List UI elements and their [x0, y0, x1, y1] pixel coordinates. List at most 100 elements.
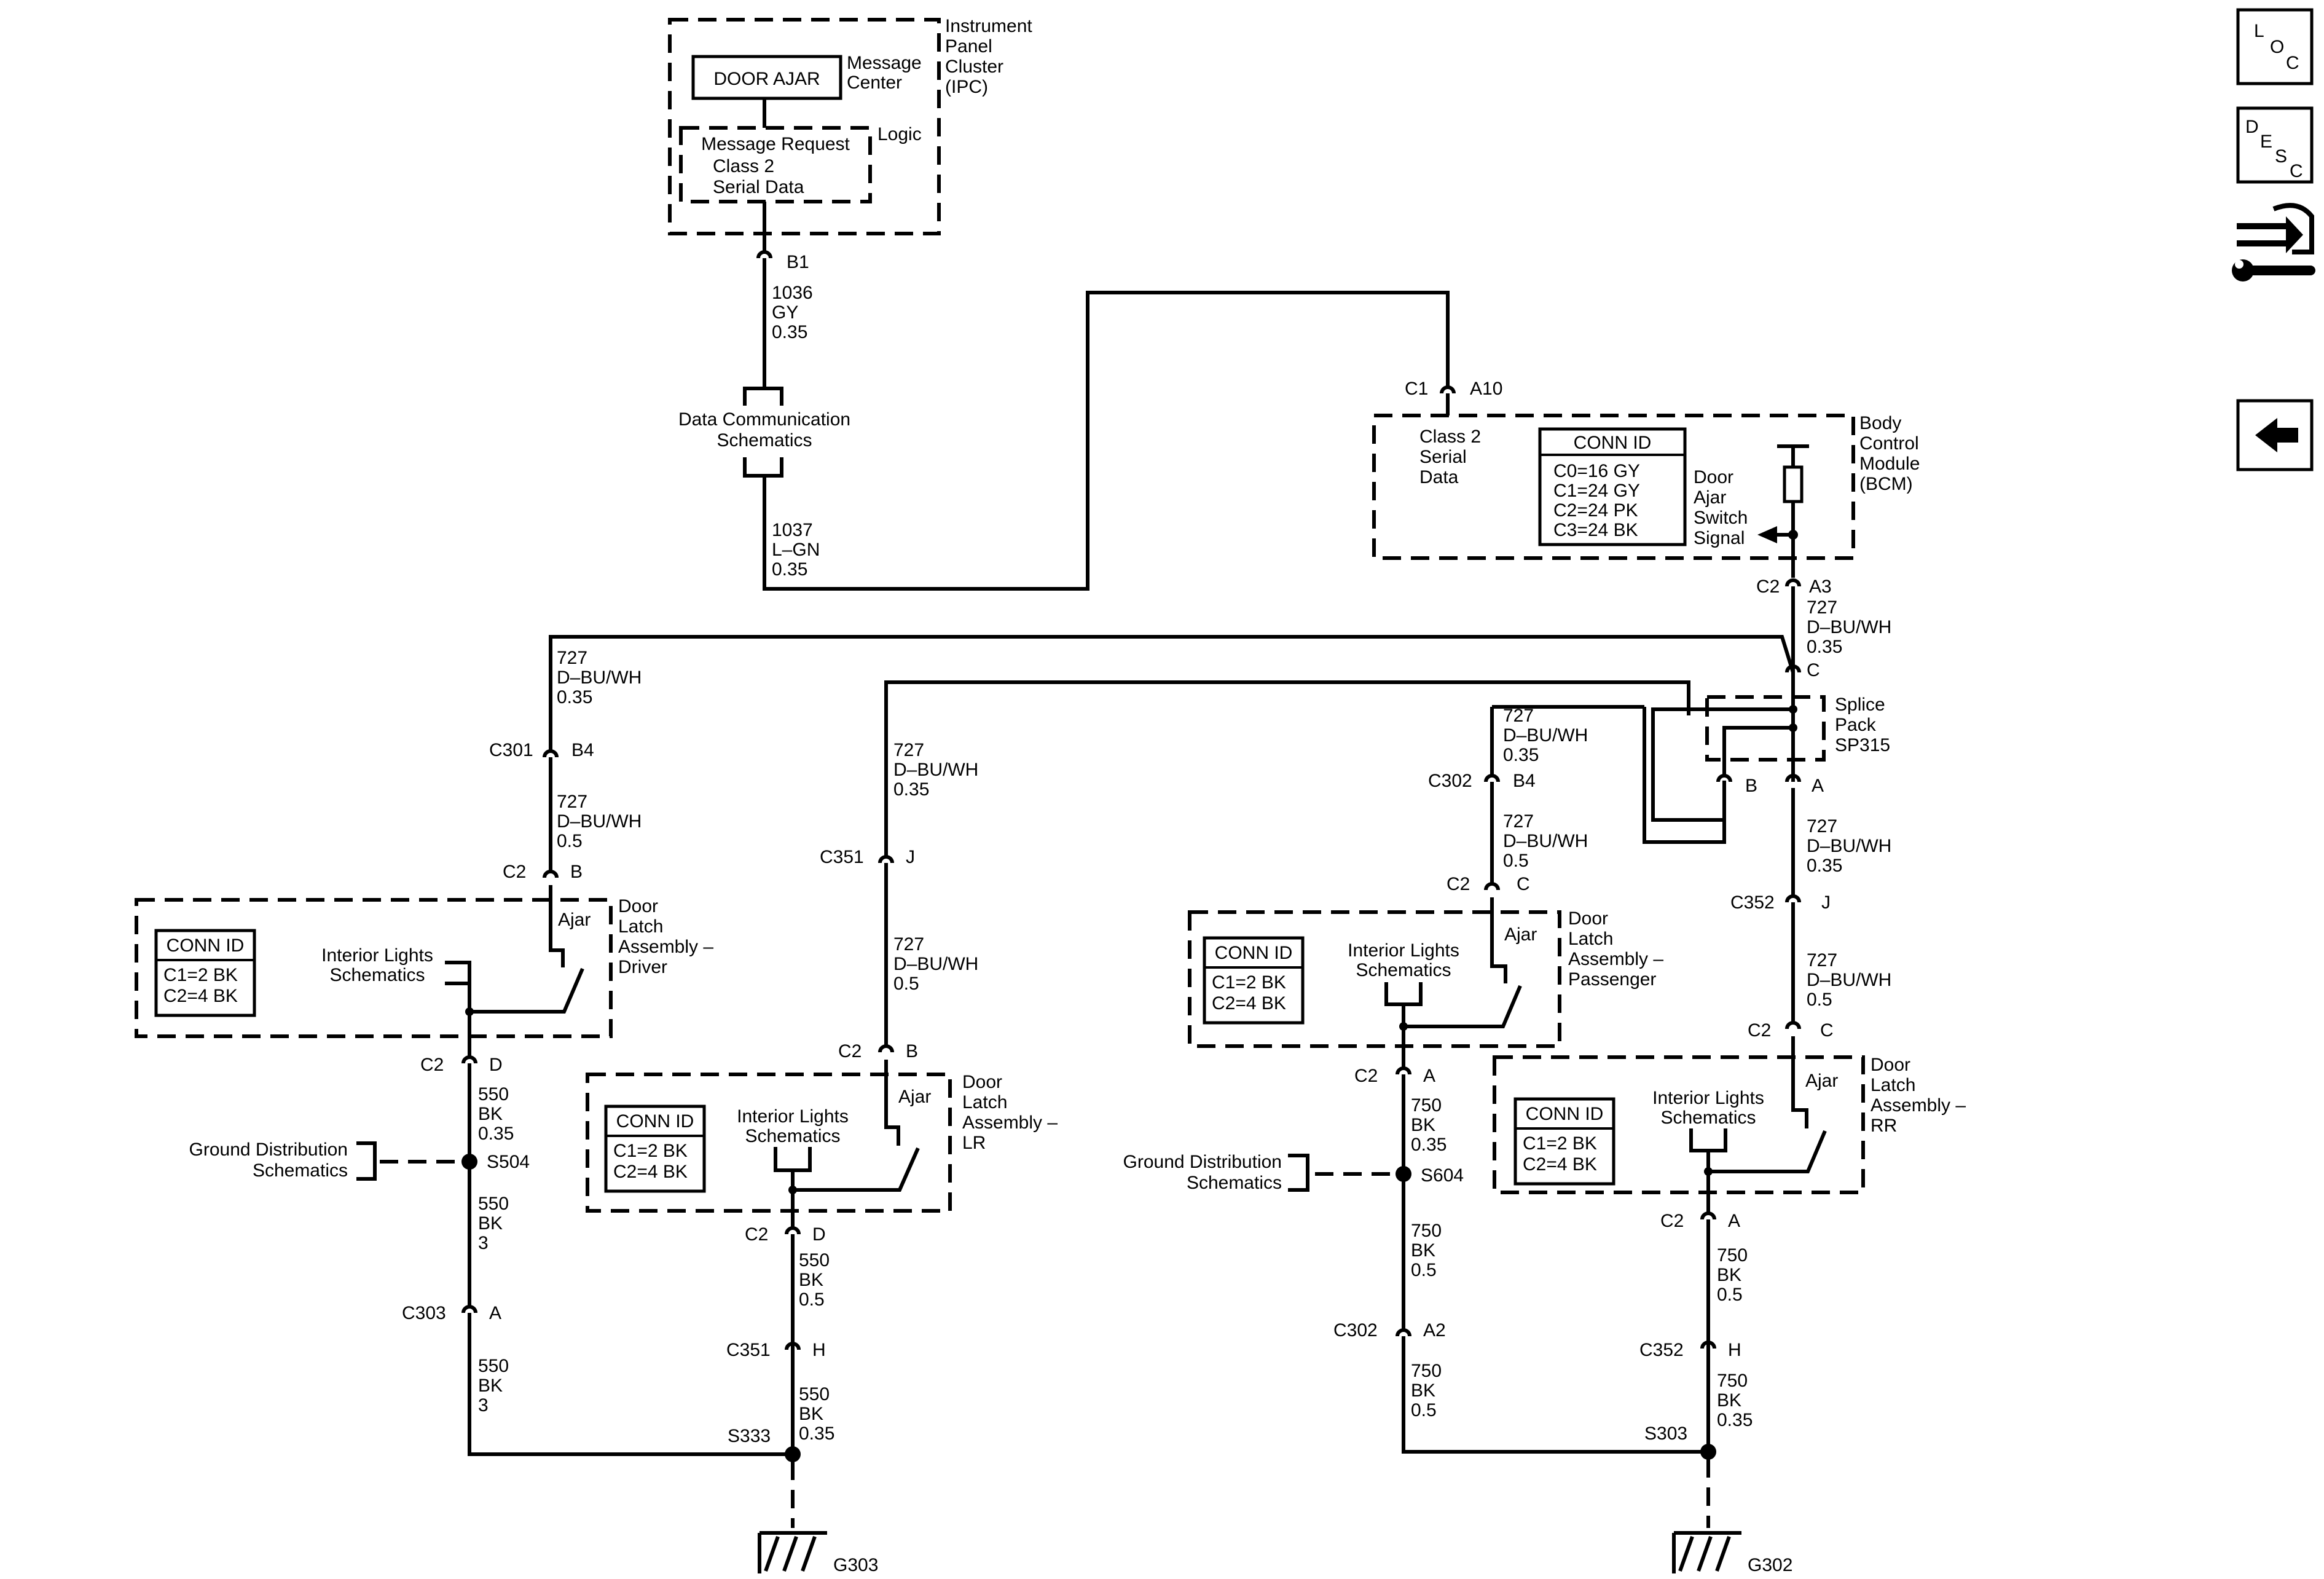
driver-wire-top-size: 0.35 [557, 687, 592, 707]
svg-text:0.35: 0.35 [478, 1124, 514, 1144]
svg-text:750: 750 [1411, 1361, 1442, 1381]
ground-schem-right-1: Ground Distribution [1123, 1152, 1282, 1172]
svg-text:C2: C2 [420, 1055, 444, 1075]
rr-latch-1: Door [1871, 1055, 1910, 1075]
svg-text:727: 727 [557, 792, 587, 812]
driver-conn-title: CONN ID [167, 935, 245, 956]
svg-text:D–BU/WH: D–BU/WH [1807, 836, 1891, 856]
bcm-name-2: Control [1859, 433, 1919, 454]
g550b-num: 550 [478, 1194, 509, 1214]
svg-text:GY: GY [772, 302, 798, 323]
lr-wire-top-color: D–BU/WH [893, 760, 978, 780]
rr-wire-top-num: 727 [1807, 816, 1837, 837]
pass-wire-top-size: 0.35 [1503, 745, 1539, 765]
g550a-size: 0.35 [478, 1124, 514, 1144]
svg-text:J: J [906, 847, 915, 867]
pin-a3: A3 [1809, 577, 1832, 597]
switch-signal-4: Signal [1694, 528, 1745, 548]
svg-text:O: O [2270, 37, 2284, 57]
pin-j-rr: J [1821, 892, 1831, 913]
pass-ajar: Ajar [1504, 924, 1537, 945]
svg-text:H: H [812, 1340, 826, 1360]
svg-text:Splice: Splice [1835, 695, 1885, 715]
svg-text:C2: C2 [1354, 1066, 1378, 1086]
bcm-wire-size: 0.35 [1807, 637, 1842, 657]
svg-text:Pack: Pack [1835, 715, 1877, 735]
lr-latch-2: Latch [962, 1092, 1007, 1112]
svg-text:0.5: 0.5 [1411, 1260, 1437, 1280]
svg-text:D: D [2245, 117, 2259, 137]
svg-text:C2: C2 [1447, 874, 1470, 894]
switch-signal-1: Door [1694, 467, 1733, 487]
g750b-size: 0.5 [1411, 1260, 1437, 1280]
svg-text:A: A [1423, 1066, 1435, 1086]
svg-text:Class 2: Class 2 [1419, 427, 1481, 447]
svg-text:BK: BK [478, 1213, 503, 1234]
svg-text:0.5: 0.5 [1411, 1400, 1437, 1420]
rr-conn-c1: C1=2 BK [1523, 1133, 1597, 1154]
svg-text:Schematics: Schematics [253, 1160, 348, 1181]
svg-text:D: D [489, 1055, 503, 1075]
pin-j-lr: J [906, 847, 915, 867]
svg-text:Cluster: Cluster [945, 57, 1003, 77]
svg-text:0.35: 0.35 [893, 779, 929, 800]
svg-text:D–BU/WH: D–BU/WH [557, 667, 642, 688]
dcs-label-2: Schematics [716, 430, 812, 451]
bcm-serial-2: Serial [1419, 447, 1467, 467]
svg-text:S333: S333 [728, 1426, 771, 1446]
svg-text:727: 727 [893, 934, 924, 955]
driver-interior-1: Interior Lights [321, 945, 433, 966]
back-button[interactable] [2236, 399, 2314, 471]
conn-c2-driver: C2 [503, 862, 526, 882]
svg-text:H: H [1728, 1340, 1741, 1360]
lr-interior-1: Interior Lights [737, 1106, 849, 1127]
g550b-color: BK [478, 1213, 503, 1234]
svg-text:Serial Data: Serial Data [713, 177, 804, 197]
svg-text:S303: S303 [1644, 1423, 1687, 1444]
driver-latch-3: Assembly – [618, 937, 713, 957]
svg-text:C: C [1517, 874, 1530, 894]
svg-text:Schematics: Schematics [1187, 1173, 1282, 1193]
svg-text:C1=2 BK: C1=2 BK [613, 1141, 688, 1161]
svg-text:Ajar: Ajar [1504, 924, 1537, 945]
svg-text:G303: G303 [833, 1555, 878, 1575]
svg-text:Schematics: Schematics [329, 965, 425, 985]
pass-wire-low-num: 727 [1503, 811, 1534, 832]
svg-text:Module: Module [1859, 454, 1920, 474]
loc-button[interactable]: L O C [2236, 8, 2314, 85]
desc-button[interactable]: D E S C [2236, 106, 2314, 184]
wire-1036-size: 0.35 [772, 322, 807, 342]
lr-wire-low-color: D–BU/WH [893, 954, 978, 974]
loc-letter-c: C [2286, 53, 2299, 73]
connector-wrench-icon [2232, 203, 2315, 282]
conn-c303: C303 [402, 1303, 446, 1323]
lr-latch-1: Door [962, 1072, 1002, 1092]
pullup-resistor-icon [1783, 465, 1804, 503]
svg-text:C2: C2 [1756, 577, 1780, 597]
conn-c2-lr-d: C2 [745, 1224, 768, 1245]
lr-wire-low-size: 0.5 [893, 974, 919, 994]
svg-text:C352: C352 [1730, 892, 1775, 913]
svg-text:A: A [1728, 1211, 1740, 1231]
connector-c1-icon [1440, 385, 1456, 394]
splice-s504-icon [461, 1154, 477, 1170]
splice-name-1: Splice [1835, 695, 1885, 715]
svg-text:Data: Data [1419, 467, 1459, 487]
svg-text:C2=24 PK: C2=24 PK [1553, 500, 1638, 521]
pin-a2: A2 [1423, 1320, 1446, 1341]
svg-text:BK: BK [1411, 1380, 1435, 1401]
svg-text:C2=4 BK: C2=4 BK [163, 986, 238, 1006]
svg-text:Assembly –: Assembly – [1568, 949, 1663, 969]
svg-text:BK: BK [1717, 1390, 1741, 1411]
g750a-size: 0.35 [1411, 1135, 1447, 1155]
svg-text:0.35: 0.35 [1411, 1135, 1447, 1155]
door-ajar-display: DOOR AJAR [713, 69, 820, 89]
pin-a10: A10 [1470, 379, 1502, 399]
svg-text:Schematics: Schematics [1356, 960, 1451, 980]
driver-conn-c2: C2=4 BK [163, 986, 238, 1006]
svg-text:0.5: 0.5 [1503, 851, 1529, 871]
svg-text:Class 2: Class 2 [713, 156, 774, 176]
svg-text:1037: 1037 [772, 520, 813, 540]
diagnostic-tools-button[interactable] [2232, 203, 2315, 282]
svg-text:C0=16 GY: C0=16 GY [1553, 461, 1640, 481]
